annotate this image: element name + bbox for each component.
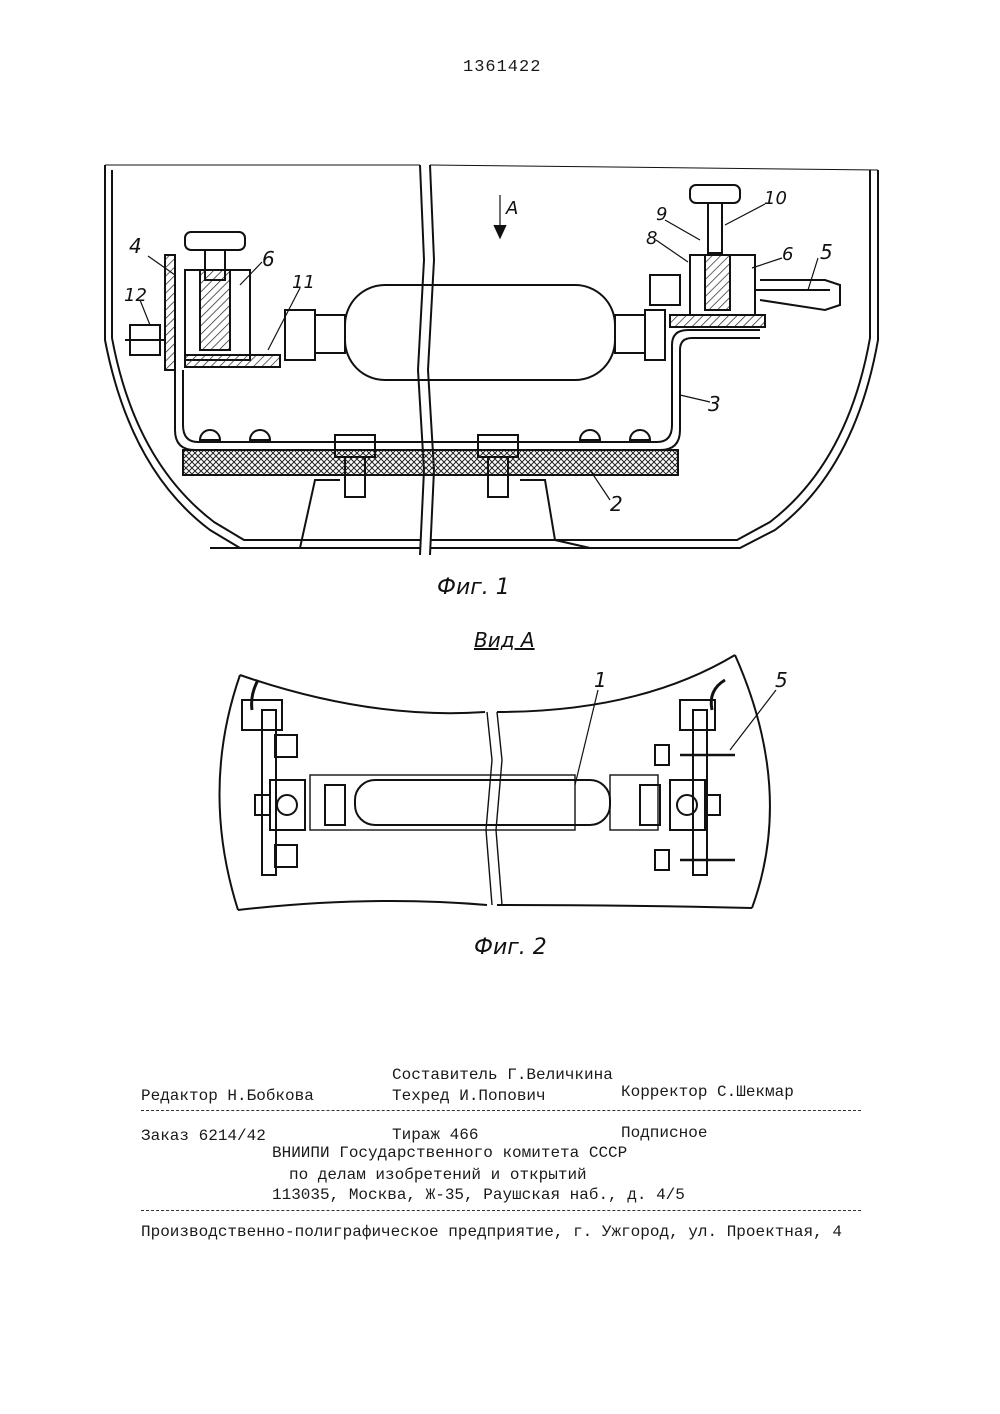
- order-line: Заказ 6214/42: [141, 1127, 266, 1145]
- fig2-cylinder: [355, 780, 610, 825]
- circulation-line: Тираж 466: [392, 1126, 478, 1144]
- corrector-line: Корректор С.Шекмар: [621, 1083, 794, 1101]
- compiler-line: Составитель Г.Величкина: [392, 1066, 613, 1084]
- org-line-2: по делам изобретений и открытий: [289, 1166, 587, 1184]
- divider-2: [141, 1210, 861, 1211]
- printer-line: Производственно-полиграфическое предприя…: [141, 1223, 842, 1241]
- figure-2-caption: Фиг. 2: [474, 935, 547, 960]
- fig2-callout-1: 1: [594, 668, 607, 692]
- divider-1: [141, 1110, 861, 1111]
- techred-line: Техред И.Попович: [392, 1087, 546, 1105]
- editor-line: Редактор Н.Бобкова: [141, 1087, 314, 1105]
- subscription-line: Подписное: [621, 1124, 707, 1142]
- org-line-1: ВНИИПИ Государственного комитета СССР: [272, 1144, 627, 1162]
- address-line: 113035, Москва, Ж-35, Раушская наб., д. …: [272, 1186, 685, 1204]
- fig2-callout-5: 5: [775, 668, 788, 692]
- figure-2-drawing: [0, 0, 1000, 960]
